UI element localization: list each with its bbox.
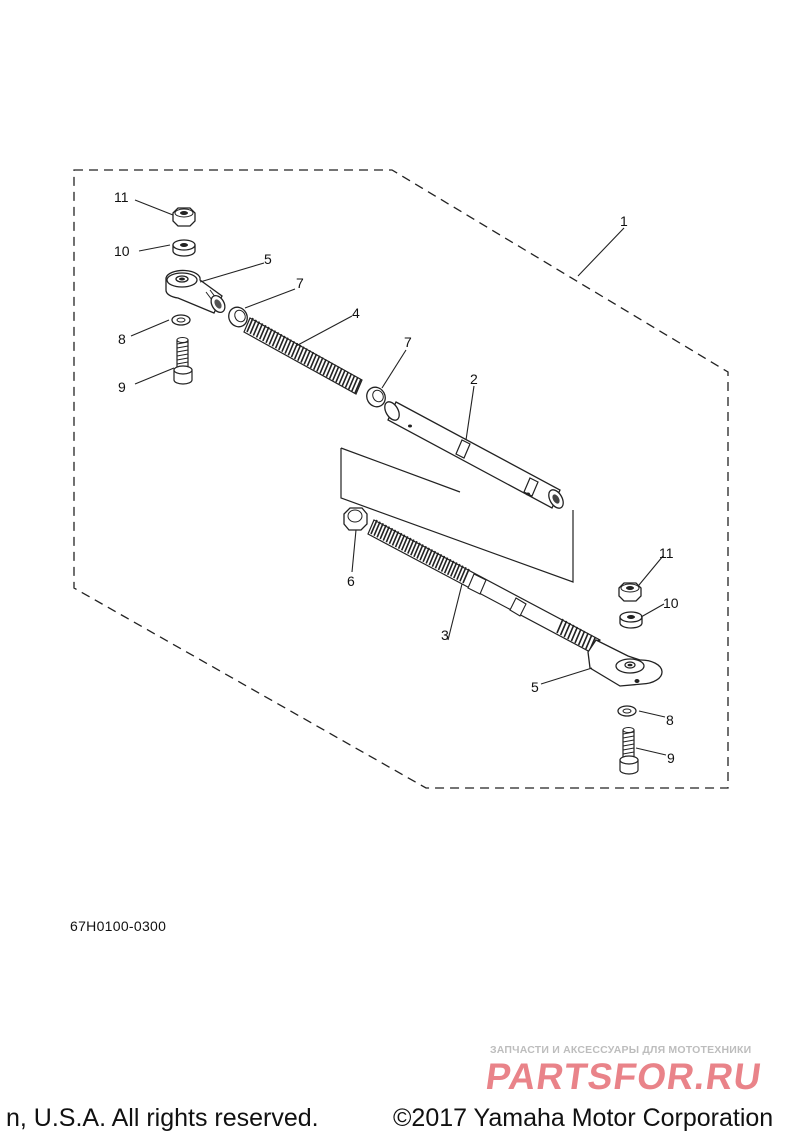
bolt-9-upper [173,337,193,385]
callout-1: 1 [620,213,628,229]
watermark-logo: PARTSFOR.RU [483,1056,765,1097]
inset-box-top [340,447,461,493]
rod-end-5-lower [587,639,663,687]
copyright-left: n, U.S.A. All rights reserved. [6,1104,319,1132]
nut-7-middle [366,386,386,408]
bolt-9-lower [619,727,639,775]
callout-11-upper: 11 [114,189,129,205]
threaded-rod-4 [243,317,363,395]
nut-6 [343,507,368,531]
washer-10-lower [619,611,643,629]
callout-11-lower: 11 [659,545,674,561]
copyright-right: ©2017 Yamaha Motor Corporation [393,1104,774,1132]
callout-5-lower: 5 [531,679,539,695]
callout-5-upper: 5 [264,251,272,267]
callout-10-lower: 10 [663,595,679,611]
adjusting-rod-3 [367,519,601,655]
nut-11-lower [618,582,642,602]
callout-6: 6 [347,573,355,589]
washer-8-lower [617,705,637,717]
watermark-tagline: ЗАПЧАСТИ И АКСЕССУАРЫ ДЛЯ МОТОТЕХНИКИ [490,1044,752,1056]
callout-10-upper: 10 [114,243,130,259]
callout-9-lower: 9 [667,750,675,766]
callout-9-upper: 9 [118,379,126,395]
callout-8-lower: 8 [666,712,674,728]
nut-11-upper [172,207,196,227]
tube-2 [384,401,564,509]
washer-10-upper [172,239,196,257]
kit-boundary-outline [73,169,729,789]
nut-7-upper [228,306,248,328]
rod-end-5-upper [165,269,226,314]
callout-2: 2 [470,371,478,387]
inset-box [340,448,574,583]
callout-7-middle: 7 [404,334,412,350]
washer-8-upper [171,314,191,326]
callout-3: 3 [441,627,449,643]
callout-4: 4 [352,305,360,321]
leader-lines [130,199,667,756]
callout-7-upper: 7 [296,275,304,291]
callout-8-upper: 8 [118,331,126,347]
part-code: 67H0100-0300 [70,918,167,934]
